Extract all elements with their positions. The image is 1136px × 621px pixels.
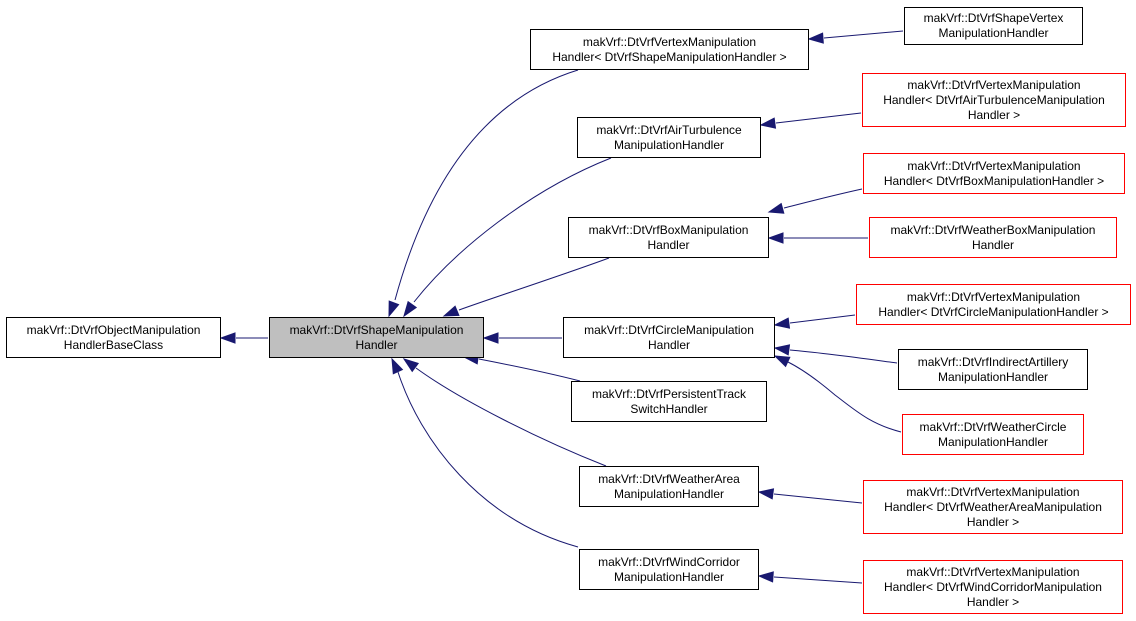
node-label-line: Handler< DtVrfAirTurbulenceManipulation [883, 92, 1105, 107]
node-label-line: SwitchHandler [630, 401, 708, 416]
node-label-line: Handler< DtVrfShapeManipulationHandler > [552, 49, 787, 64]
node-label-line: makVrf::DtVrfBoxManipulation [588, 222, 749, 237]
edge-weather-box-to-box-arrowhead [767, 232, 784, 244]
node-circle-manipulation-handler[interactable]: makVrf::DtVrfCircleManipulation Handler [563, 317, 775, 358]
edge-vertex-circle-to-circle [789, 314, 856, 324]
node-weather-circle-manipulation-handler[interactable]: makVrf::DtVrfWeatherCircle ManipulationH… [902, 414, 1084, 455]
node-wind-corridor-manipulation-handler[interactable]: makVrf::DtVrfWindCorridor ManipulationHa… [579, 549, 759, 590]
node-vertex-manipulation-handler-circle[interactable]: makVrf::DtVrfVertexManipulation Handler<… [856, 284, 1131, 325]
node-label-line: makVrf::DtVrfShapeVertex [923, 11, 1064, 25]
edge-vertex-shape-to-shape-arrowhead [388, 300, 400, 318]
node-label-line: makVrf::DtVrfVertexManipulation [906, 289, 1081, 304]
edge-shape-vertex-to-vertex-shape [823, 30, 904, 39]
edge-wind-to-shape [397, 371, 579, 548]
node-label-line: ManipulationHandler [613, 486, 725, 501]
node-vertex-manipulation-handler-air-turbulence[interactable]: makVrf::DtVrfVertexManipulation Handler<… [862, 73, 1126, 127]
edge-vertex-air-to-air-arrowhead [759, 117, 777, 129]
edge-vertex-box-to-box-arrowhead [767, 202, 785, 214]
node-shape-manipulation-handler[interactable]: makVrf::DtVrfShapeManipulation Handler [269, 317, 484, 358]
edge-box-to-shape-arrowhead [442, 305, 460, 317]
edge-vertex-wind-to-wind-arrowhead [757, 571, 774, 583]
node-shape-vertex-manipulation-handler[interactable]: makVrf::DtVrfShapeVertex ManipulationHan… [904, 7, 1083, 45]
node-label-line: makVrf::DtVrfWeatherCircle [919, 419, 1067, 434]
node-label-line: makVrf::DtVrfWindCorridor [598, 554, 740, 569]
edge-weather-circle-to-circle [787, 361, 902, 433]
node-label-line: makVrf::DtVrfWeatherBoxManipulation [890, 222, 1096, 237]
edge-vertex-area-to-weather-area [773, 493, 863, 504]
node-label-line: makVrf::DtVrfObjectManipulation [26, 322, 201, 337]
edge-weather-area-to-shape-arrowhead [402, 358, 420, 373]
edge-vertex-area-to-weather-area-arrowhead [757, 488, 775, 500]
edge-vertex-box-to-box [783, 188, 863, 209]
node-indirect-artillery-manipulation-handler[interactable]: makVrf::DtVrfIndirectArtillery Manipulat… [898, 349, 1088, 390]
edge-persistent-to-shape [478, 358, 581, 382]
node-label-line: makVrf::DtVrfVertexManipulation [906, 484, 1080, 499]
node-label-line: ManipulationHandler [613, 569, 725, 584]
node-vertex-manipulation-handler-weather-area[interactable]: makVrf::DtVrfVertexManipulation Handler<… [863, 480, 1123, 534]
edge-vertex-air-to-air [775, 112, 862, 124]
node-label-line: Handler > [966, 514, 1020, 529]
node-label-line: makVrf::DtVrfVertexManipulation [582, 34, 757, 49]
edge-vertex-shape-to-shape [394, 69, 579, 301]
node-label-line: makVrf::DtVrfAirTurbulence [596, 122, 742, 137]
node-label-line: Handler [355, 337, 398, 352]
node-label-line: Handler > [967, 107, 1021, 122]
node-air-turbulence-manipulation-handler[interactable]: makVrf::DtVrfAirTurbulence ManipulationH… [577, 117, 761, 158]
edge-indirect-to-circle [789, 349, 898, 364]
node-label-line: Handler > [966, 594, 1020, 609]
node-object-manipulation-handler-base-class[interactable]: makVrf::DtVrfObjectManipulation HandlerB… [6, 317, 221, 358]
node-weather-box-manipulation-handler[interactable]: makVrf::DtVrfWeatherBoxManipulation Hand… [869, 217, 1117, 258]
edge-vertex-circle-to-circle-arrowhead [773, 317, 791, 329]
edge-air-to-shape-arrowhead [403, 300, 418, 318]
node-label-line: Handler< DtVrfWeatherAreaManipulation [884, 499, 1102, 514]
node-label-line: Handler [647, 237, 690, 252]
edge-box-to-shape [458, 257, 610, 311]
node-label-line: makVrf::DtVrfVertexManipulation [907, 77, 1081, 92]
node-label-line: HandlerBaseClass [63, 337, 164, 352]
node-vertex-manipulation-handler-box[interactable]: makVrf::DtVrfVertexManipulation Handler<… [863, 153, 1125, 194]
node-vertex-manipulation-handler-wind-corridor[interactable]: makVrf::DtVrfVertexManipulation Handler<… [863, 560, 1123, 614]
node-label-line: ManipulationHandler [613, 137, 725, 152]
node-label-line: makVrf::DtVrfCircleManipulation [584, 322, 754, 337]
node-label-line: makVrf::DtVrfPersistentTrack [591, 386, 747, 401]
node-label-line: makVrf::DtVrfVertexManipulation [907, 158, 1081, 173]
node-label-line: makVrf::DtVrfVertexManipulation [906, 564, 1080, 579]
node-label-line: Handler [971, 237, 1015, 252]
node-label-line: makVrf::DtVrfIndirectArtillery [917, 354, 1069, 369]
node-label-line: makVrf::DtVrfWeatherArea [598, 471, 740, 486]
node-persistent-track-switch-handler[interactable]: makVrf::DtVrfPersistentTrack SwitchHandl… [571, 381, 767, 422]
edge-vertex-wind-to-wind [773, 576, 863, 584]
node-label-line: ManipulationHandler [938, 26, 1049, 40]
node-label-line: makVrf::DtVrfShapeManipulation [289, 322, 464, 337]
node-vertex-manipulation-handler-shape[interactable]: makVrf::DtVrfVertexManipulation Handler<… [530, 29, 809, 70]
node-label-line: Handler< DtVrfBoxManipulationHandler > [883, 173, 1105, 188]
edge-air-to-shape [413, 157, 612, 303]
edge-shape-to-base-arrowhead [219, 332, 236, 344]
edge-wind-to-shape-arrowhead [391, 357, 404, 375]
node-box-manipulation-handler[interactable]: makVrf::DtVrfBoxManipulation Handler [568, 217, 769, 258]
edge-circle-to-shape-arrowhead [482, 332, 499, 344]
edge-weather-circle-to-circle-arrowhead [773, 355, 791, 368]
node-label-line: Handler [647, 337, 691, 352]
node-label-line: ManipulationHandler [937, 369, 1049, 384]
node-weather-area-manipulation-handler[interactable]: makVrf::DtVrfWeatherArea ManipulationHan… [579, 466, 759, 507]
edge-shape-vertex-to-vertex-shape-arrowhead [807, 32, 824, 44]
node-label-line: Handler< DtVrfWindCorridorManipulation [884, 579, 1102, 594]
edge-indirect-to-circle-arrowhead [773, 344, 791, 356]
edge-weather-area-to-shape [415, 367, 607, 467]
node-label-line: Handler< DtVrfCircleManipulationHandler … [878, 304, 1109, 319]
node-label-line: ManipulationHandler [937, 434, 1049, 449]
